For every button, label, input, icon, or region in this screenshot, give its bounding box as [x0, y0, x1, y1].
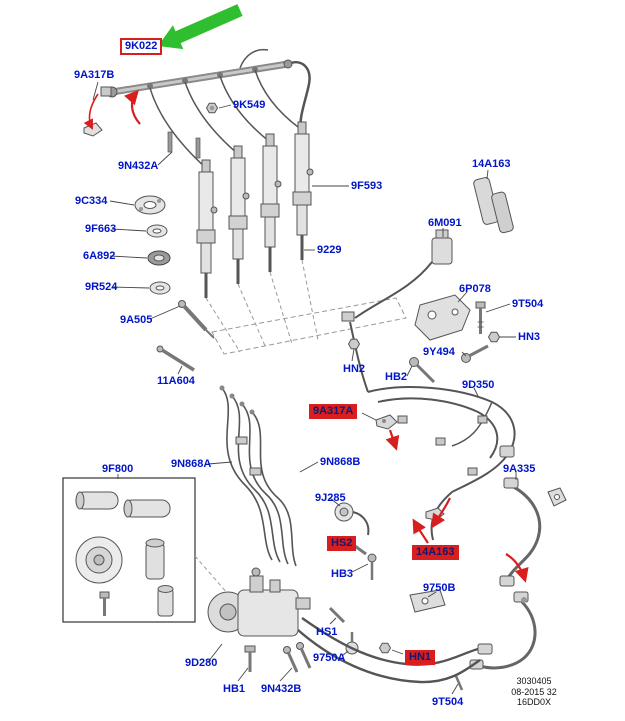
part-label-9a335[interactable]: 9A335	[503, 463, 536, 475]
red-arrow-icon	[505, 553, 529, 583]
part-label-9c334[interactable]: 9C334	[75, 195, 108, 207]
part-label-hb1[interactable]: HB1	[223, 683, 246, 695]
part-label-14a163-2[interactable]: 14A163	[412, 545, 459, 560]
part-label-hn3[interactable]: HN3	[518, 331, 541, 343]
part-label-6a892[interactable]: 6A892	[83, 250, 116, 262]
red-arrow-icon	[385, 429, 400, 451]
part-label-hs1[interactable]: HS1	[316, 626, 338, 638]
part-label-9a317b[interactable]: 9A317B	[74, 69, 115, 81]
part-label-14a163[interactable]: 14A163	[472, 158, 511, 170]
part-label-9r524[interactable]: 9R524	[85, 281, 118, 293]
injector-pipes	[219, 385, 297, 567]
part-label-hb3[interactable]: HB3	[331, 568, 354, 580]
part-label-9f593[interactable]: 9F593	[351, 180, 383, 192]
red-arrow-icon	[124, 89, 141, 125]
part-label-hb2[interactable]: HB2	[385, 371, 408, 383]
part-label-9k022[interactable]: 9K022	[120, 38, 163, 55]
part-label-9y494[interactable]: 9Y494	[423, 346, 455, 358]
pump-assembly	[207, 567, 312, 673]
part-label-9j285[interactable]: 9J285	[315, 492, 346, 504]
hose-assemblies-right	[469, 477, 567, 670]
leader-lines	[92, 81, 517, 695]
part-label-9n432a[interactable]: 9N432A	[118, 160, 159, 172]
part-label-9n868a[interactable]: 9N868A	[171, 458, 212, 470]
right-brackets	[341, 177, 514, 393]
part-label-9t504-2[interactable]: 9T504	[432, 696, 464, 708]
injectors	[195, 120, 407, 355]
part-label-9750b[interactable]: 9750B	[423, 582, 456, 594]
part-label-9n432b[interactable]: 9N432B	[261, 683, 302, 695]
part-label-9t504[interactable]: 9T504	[512, 298, 544, 310]
part-label-9n868b[interactable]: 9N868B	[320, 456, 361, 468]
part-label-9f800[interactable]: 9F800	[102, 463, 134, 475]
red-arrow-icon	[83, 93, 99, 130]
part-label-9k549[interactable]: 9K549	[233, 99, 266, 111]
kit-box	[62, 477, 229, 623]
green-arrow-icon	[158, 4, 243, 50]
drawing-footer: 3030405 08-2015 32 16DD0X	[492, 676, 576, 708]
part-label-6p078[interactable]: 6P078	[459, 283, 491, 295]
part-label-hn2[interactable]: HN2	[343, 363, 366, 375]
red-arrow-icon	[412, 518, 429, 544]
part-label-9229[interactable]: 9229	[317, 244, 342, 256]
seals-column	[134, 195, 215, 372]
part-label-6m091[interactable]: 6M091	[428, 217, 462, 229]
part-label-9750a[interactable]: 9750A	[313, 652, 346, 664]
fuel-rail	[83, 48, 311, 169]
part-label-9f663[interactable]: 9F663	[85, 223, 117, 235]
part-label-9a505[interactable]: 9A505	[120, 314, 153, 326]
part-label-9a317a[interactable]: 9A317A	[309, 404, 358, 419]
part-label-11a604[interactable]: 11A604	[157, 375, 195, 387]
footer-code-3: 16DD0X	[516, 697, 552, 707]
red-arrows	[83, 89, 529, 583]
part-label-hs2[interactable]: HS2	[327, 536, 357, 551]
footer-code-1: 3030405	[516, 676, 552, 686]
red-arrow-icon	[431, 497, 451, 529]
part-label-9d350[interactable]: 9D350	[462, 379, 495, 391]
part-label-9d280[interactable]: 9D280	[185, 657, 218, 669]
footer-code-2: 08-2015 32	[511, 686, 557, 697]
part-label-hn1[interactable]: HN1	[405, 650, 436, 665]
